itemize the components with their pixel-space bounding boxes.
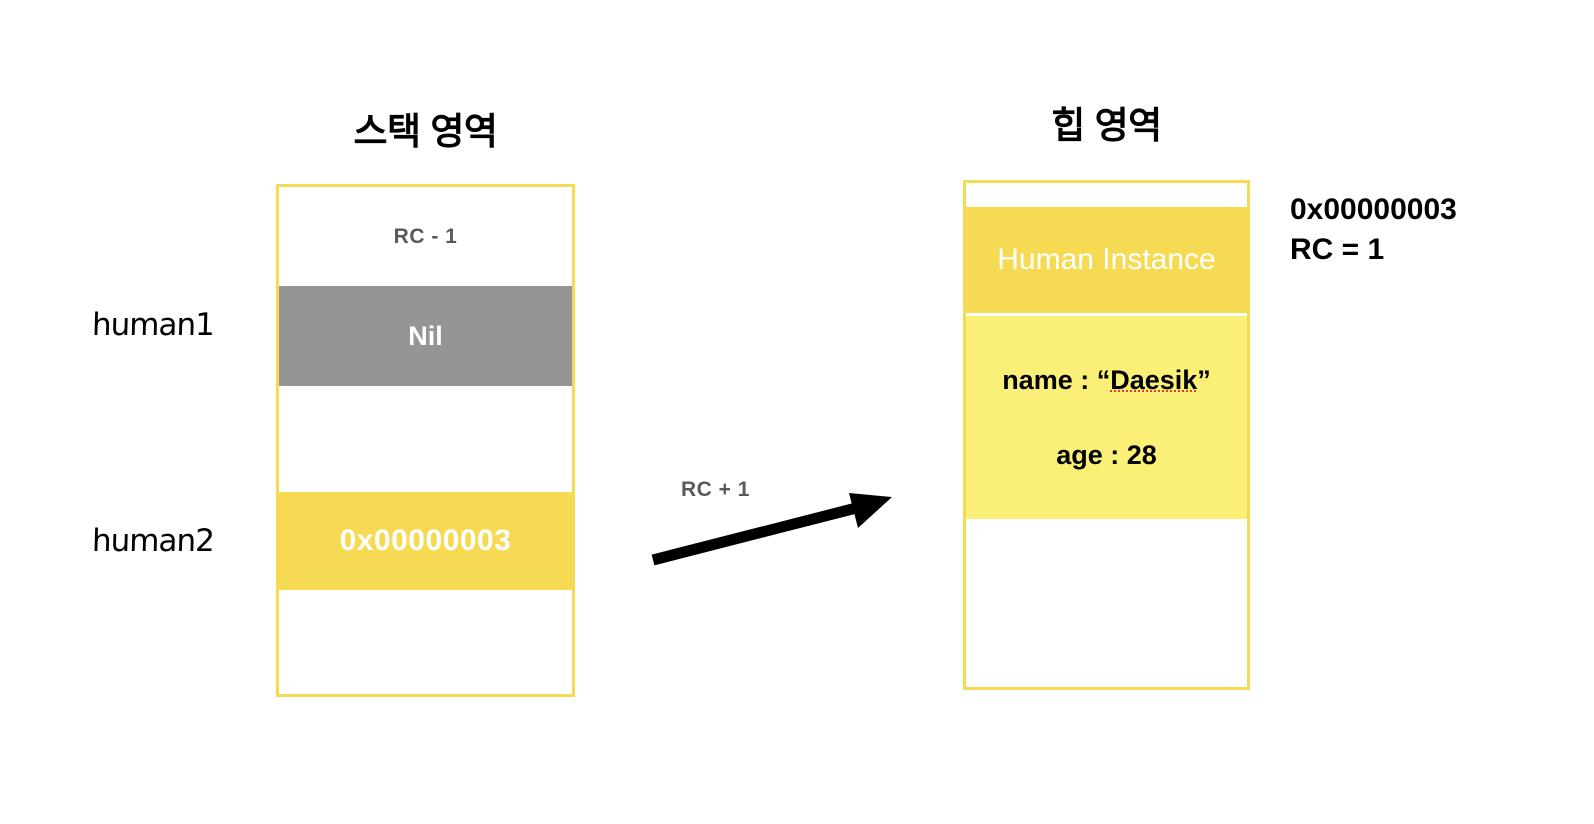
stack-slot-empty-bottom <box>279 590 572 694</box>
stack-slot-nil: Nil <box>279 286 572 386</box>
heap-field-name-suffix: ” <box>1197 364 1211 395</box>
stack-slot-address: 0x00000003 <box>279 492 572 590</box>
stack-region-box: RC - 1 Nil 0x00000003 <box>276 184 575 697</box>
rc-decrement-label: RC - 1 <box>393 224 458 248</box>
heap-instance-header: Human Instance <box>966 207 1247 313</box>
heap-annotation-address: 0x00000003 <box>1290 193 1457 226</box>
heap-top-gap <box>966 183 1247 207</box>
variable-label-human1: human1 <box>91 307 215 343</box>
heap-bottom-gap <box>966 519 1247 687</box>
stack-region-title: 스택 영역 <box>353 111 498 152</box>
heap-field-name-prefix: name : “ <box>1002 364 1111 395</box>
heap-annotation-retain-count: RC = 1 <box>1290 232 1385 266</box>
heap-header-divider <box>966 313 1247 316</box>
heap-field-name: name : “Daesik” <box>1002 365 1211 396</box>
heap-region-title: 힙 영역 <box>1051 105 1162 146</box>
heap-annotation: 0x00000003 RC = 1 <box>1290 190 1457 269</box>
reference-arrow-icon <box>651 493 892 566</box>
stack-address-label: 0x00000003 <box>339 524 512 557</box>
stack-slot-rc-decrement: RC - 1 <box>279 187 572 286</box>
nil-value-label: Nil <box>408 320 443 351</box>
heap-instance-header-label: Human Instance <box>997 243 1216 276</box>
heap-field-age: age : 28 <box>1056 439 1157 470</box>
variable-label-human2: human2 <box>91 523 215 559</box>
rc-increment-label: RC + 1 <box>681 478 750 501</box>
stack-slot-empty-middle <box>279 386 572 492</box>
heap-region-box: Human Instance name : “Daesik” age : 28 <box>963 180 1250 690</box>
heap-instance-body: name : “Daesik” age : 28 <box>966 316 1247 519</box>
heap-field-name-value: Daesik <box>1110 364 1198 395</box>
